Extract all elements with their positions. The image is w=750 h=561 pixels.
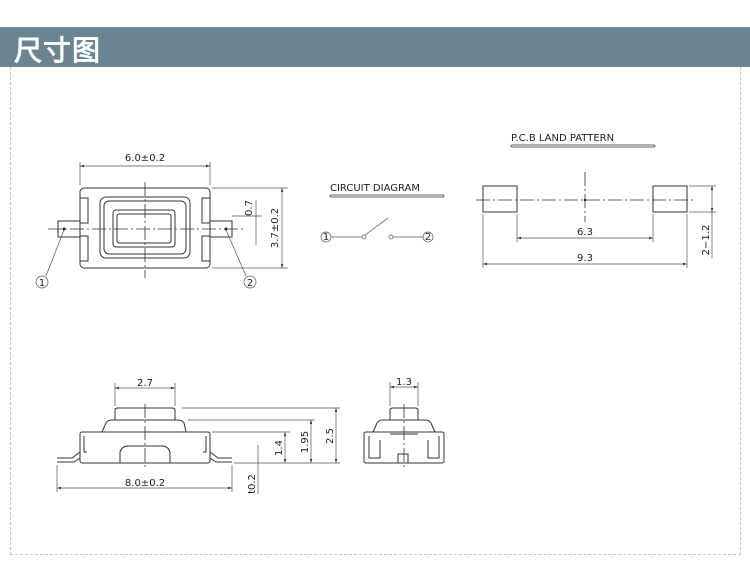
- circuit-pin-2: 2: [425, 232, 431, 243]
- pin-2-label: 2: [247, 278, 253, 289]
- top-view: 6.0±0.2 3.7±0.2 0.7 1 2: [35, 153, 288, 289]
- pin-1-label: 1: [39, 278, 45, 289]
- cap-height-dimension: 1.95: [300, 431, 311, 453]
- body-height-dimension: 1.4: [274, 440, 285, 456]
- content-frame: [10, 67, 741, 555]
- end-view: 1.3: [363, 377, 445, 470]
- total-height-dimension: 2.5: [325, 428, 336, 444]
- side-view: 2.7 2.5 1.95 1.4 t0.2 8.0±0.2: [56, 378, 340, 494]
- circuit-title: CIRCUIT DIAGRAM: [330, 183, 420, 194]
- pcb-inner-dimension: 6.3: [577, 227, 593, 238]
- pcb-pad-dimension: 2−1.2: [701, 225, 712, 256]
- pcb-land-pattern: P.C.B LAND PATTERN 6.3 9.3 2−1.2: [476, 133, 716, 268]
- section-header: 尺寸图: [0, 27, 750, 67]
- pcb-title: P.C.B LAND PATTERN: [511, 133, 614, 144]
- plunger-width-dimension: 2.7: [137, 378, 153, 389]
- circuit-diagram: CIRCUIT DIAGRAM 1 2: [320, 183, 445, 243]
- section-title: 尺寸图: [14, 34, 102, 67]
- lead-thickness-dimension: t0.2: [247, 474, 258, 494]
- width-dimension: 6.0±0.2: [125, 153, 165, 164]
- circuit-pin-1: 1: [323, 232, 329, 243]
- pcb-outer-dimension: 9.3: [577, 253, 593, 264]
- height-dimension: 3.7±0.2: [270, 208, 281, 248]
- length-dimension: 8.0±0.2: [125, 478, 165, 489]
- end-plunger-dimension: 1.3: [396, 377, 412, 388]
- offset-dimension: 0.7: [244, 200, 255, 216]
